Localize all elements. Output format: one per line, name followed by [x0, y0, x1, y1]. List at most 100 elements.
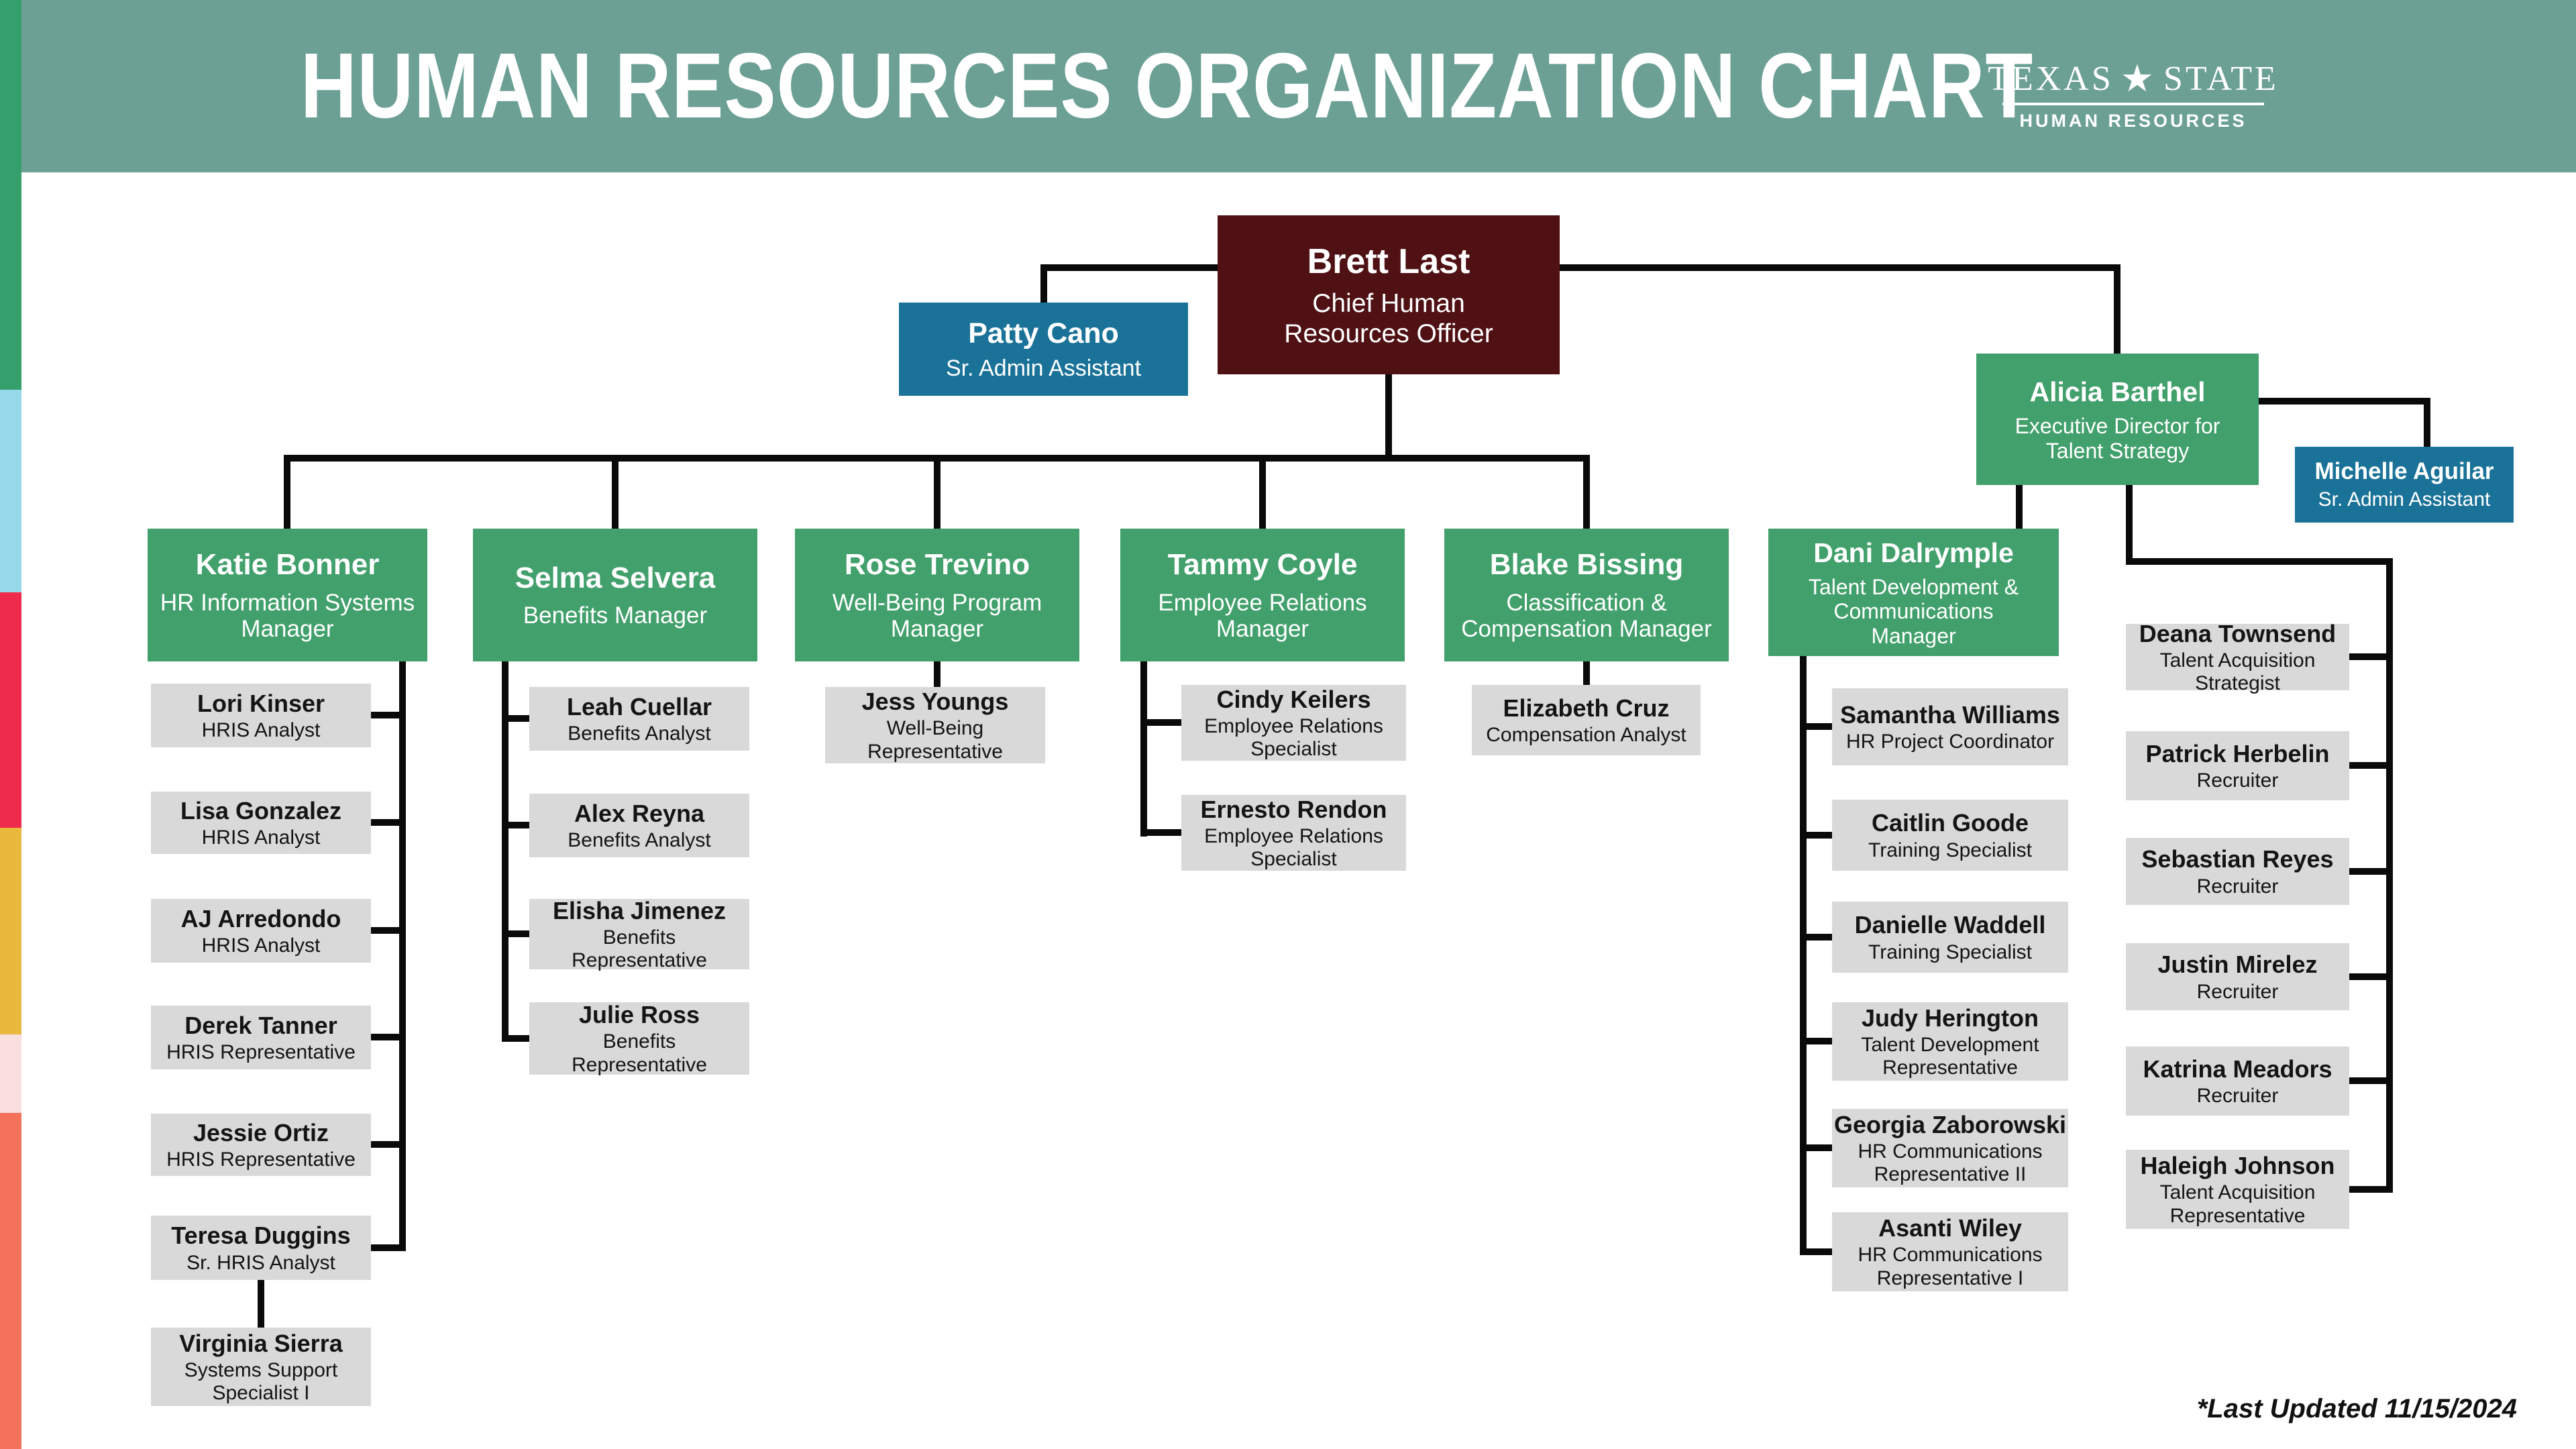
person-title: HR Information Systems Manager	[160, 589, 415, 643]
connector-line	[1800, 1038, 1832, 1044]
connector-line	[1800, 832, 1832, 839]
person-name: Virginia Sierra	[179, 1329, 343, 1357]
connector-line	[2126, 482, 2133, 565]
connector-line	[2349, 868, 2393, 875]
org-node-deana-townsend: Deana Townsend Talent Acquisition Strate…	[2126, 620, 2349, 694]
person-title: Sr. Admin Assistant	[2318, 488, 2491, 511]
person-name: Jessie Ortiz	[193, 1118, 329, 1146]
connector-line	[1583, 654, 1590, 687]
connector-line	[1140, 654, 1147, 837]
person-name: Caitlin Goode	[1872, 809, 2029, 837]
connector-line	[2016, 482, 2023, 532]
connector-line	[1800, 934, 1832, 941]
person-title: Talent Development & Communications Mana…	[1808, 574, 2019, 648]
person-title: HRIS Analyst	[201, 719, 321, 741]
person-name: Katrina Meadors	[2143, 1055, 2332, 1083]
person-name: Asanti Wiley	[1878, 1214, 2022, 1242]
person-name: Dani Dalrymple	[1813, 537, 2014, 568]
org-node-lisa-gonzalez: Lisa Gonzalez HRIS Analyst	[151, 792, 371, 854]
stripe-segment-salmon	[0, 1113, 21, 1449]
person-title: Benefits Representative	[572, 926, 707, 972]
connector-line	[1259, 455, 1266, 532]
connector-line	[1583, 455, 1590, 532]
person-name: Danielle Waddell	[1854, 911, 2046, 939]
org-node-patty-cano: Patty Cano Sr. Admin Assistant	[899, 303, 1188, 396]
person-name: Lori Kinser	[197, 689, 325, 717]
connector-line	[1800, 1144, 1832, 1151]
person-name: Samantha Williams	[1840, 700, 2060, 729]
connector-line	[1800, 651, 1807, 1255]
person-name: Michelle Aguilar	[2314, 458, 2494, 485]
org-node-samantha-williams: Samantha Williams HR Project Coordinator	[1832, 688, 2068, 765]
person-title: Employee Relations Manager	[1158, 589, 1367, 643]
person-title: Recruiter	[2196, 1085, 2279, 1107]
person-name: Justin Mirelez	[2157, 951, 2318, 979]
person-title: Talent Acquisition Strategist	[2159, 649, 2316, 695]
connector-line	[258, 1278, 264, 1330]
connector-line	[284, 455, 290, 532]
person-name: Brett Last	[1307, 241, 1470, 281]
person-name: Leah Cuellar	[566, 692, 712, 720]
person-title: HRIS Representative	[166, 1041, 356, 1063]
person-name: Haleigh Johnson	[2140, 1152, 2335, 1180]
org-node-judy-herington: Judy Herington Talent Development Repres…	[1832, 1002, 2068, 1081]
org-node-haleigh-johnson: Haleigh Johnson Talent Acquisition Repre…	[2126, 1150, 2349, 1229]
person-title: Systems Support Specialist I	[184, 1358, 338, 1405]
person-title: HR Communications Representative I	[1858, 1244, 2043, 1289]
logo-word-state: STATE	[2163, 60, 2279, 98]
connector-line	[1385, 371, 1392, 462]
org-node-ernesto-rendon: Ernesto Rendon Employee Relations Specia…	[1181, 795, 1406, 871]
logo-word-texas: TEXAS	[1988, 60, 2114, 98]
org-node-dani-dalrymple: Dani Dalrymple Talent Development & Comm…	[1768, 529, 2059, 656]
person-name: Georgia Zaborowski	[1833, 1110, 2067, 1138]
person-title: Classification & Compensation Manager	[1461, 589, 1712, 643]
connector-line	[1800, 723, 1832, 730]
person-name: Cindy Keilers	[1216, 685, 1371, 713]
person-name: Blake Bissing	[1489, 547, 1684, 581]
person-name: AJ Arredondo	[180, 904, 341, 932]
person-name: Julie Ross	[578, 1001, 700, 1029]
person-name: Patrick Herbelin	[2145, 739, 2330, 767]
person-title: HRIS Analyst	[201, 826, 321, 849]
connector-line	[612, 455, 619, 532]
connector-line	[934, 455, 941, 532]
org-node-derek-tanner: Derek Tanner HRIS Representative	[151, 1006, 371, 1069]
connector-line	[502, 654, 508, 1042]
org-node-alicia-barthel: Alicia Barthel Executive Director for Ta…	[1976, 354, 2259, 485]
org-node-elisha-jimenez: Elisha Jimenez Benefits Representative	[529, 897, 749, 972]
person-title: HR Project Coordinator	[1845, 731, 2055, 753]
stripe-segment-pink	[0, 1034, 21, 1113]
org-node-sebastian-reyes: Sebastian Reyes Recruiter	[2126, 838, 2349, 905]
page-title: HUMAN RESOURCES ORGANIZATION CHART	[301, 34, 2034, 138]
org-node-selma-selvera: Selma Selvera Benefits Manager	[473, 529, 757, 661]
connector-line	[1140, 829, 1181, 836]
person-name: Lisa Gonzalez	[180, 796, 342, 824]
person-name: Deana Townsend	[2139, 619, 2337, 647]
person-title: Training Specialist	[1868, 941, 2032, 963]
person-title: Benefits Manager	[523, 602, 708, 629]
connector-line	[371, 1244, 406, 1251]
last-updated-note: *Last Updated 11/15/2024	[2196, 1394, 2517, 1424]
org-node-rose-trevino: Rose Trevino Well-Being Program Manager	[795, 529, 1079, 661]
org-node-katrina-meadors: Katrina Meadors Recruiter	[2126, 1046, 2349, 1116]
org-node-caitlin-goode: Caitlin Goode Training Specialist	[1832, 800, 2068, 871]
org-node-elizabeth-cruz: Elizabeth Cruz Compensation Analyst	[1472, 685, 1701, 755]
org-node-danielle-waddell: Danielle Waddell Training Specialist	[1832, 902, 2068, 973]
connector-line	[371, 1034, 406, 1040]
org-node-katie-bonner: Katie Bonner HR Information Systems Mana…	[148, 529, 427, 661]
org-node-virginia-sierra: Virginia Sierra Systems Support Speciali…	[151, 1328, 371, 1406]
org-node-teresa-duggins: Teresa Duggins Sr. HRIS Analyst	[151, 1216, 371, 1280]
org-node-blake-bissing: Blake Bissing Classification & Compensat…	[1444, 529, 1729, 661]
person-name: Derek Tanner	[184, 1011, 337, 1039]
person-title: Chief Human Resources Officer	[1284, 289, 1493, 348]
person-title: Benefits Representative	[572, 1030, 707, 1076]
org-node-lori-kinser: Lori Kinser HRIS Analyst	[151, 684, 371, 747]
person-title: Training Specialist	[1868, 839, 2032, 861]
connector-line	[1040, 264, 1047, 306]
org-node-brett-last: Brett Last Chief Human Resources Officer	[1218, 215, 1560, 374]
person-name: Tammy Coyle	[1167, 547, 1358, 581]
person-title: Compensation Analyst	[1486, 724, 1686, 746]
connector-line	[2126, 558, 2393, 565]
person-title: Talent Development Representative	[1861, 1033, 2039, 1079]
